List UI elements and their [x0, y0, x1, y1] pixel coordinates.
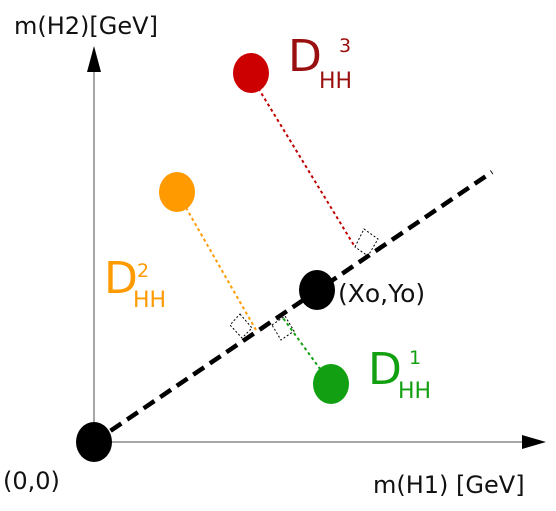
- d2-projection-line: [176, 191, 257, 331]
- d1-label-main: D: [368, 344, 402, 395]
- d2-right-angle-marker: [229, 313, 253, 339]
- origin-point: [76, 422, 112, 462]
- center-point: [299, 270, 335, 310]
- origin-label: (0,0): [3, 467, 60, 495]
- d2-point: [159, 172, 195, 212]
- d1-point: [313, 364, 349, 404]
- d1-label-sup: 1: [409, 347, 421, 369]
- d1-label-sub: HH: [398, 379, 431, 404]
- d3-label-main: D: [288, 31, 322, 82]
- y-axis-label: m(H2)[GeV]: [14, 12, 158, 40]
- d2-label-sup: 2: [137, 260, 149, 282]
- d3-right-angle-marker: [354, 228, 379, 257]
- d3-projection-line: [248, 72, 356, 248]
- diagonal-line: [92, 170, 494, 444]
- d1-right-angle-marker: [271, 315, 295, 341]
- y-axis-arrow: [87, 46, 101, 72]
- x-axis-label: m(H1) [GeV]: [373, 471, 525, 499]
- d3-label-sub: HH: [319, 69, 352, 94]
- d2-label-sub: HH: [133, 288, 166, 313]
- x-axis-arrow: [522, 435, 546, 449]
- d3-label-sup: 3: [339, 35, 351, 57]
- d2-label-main: D: [104, 253, 138, 304]
- center-point-label: (Xo,Yo): [338, 279, 425, 308]
- d3-point: [233, 53, 269, 93]
